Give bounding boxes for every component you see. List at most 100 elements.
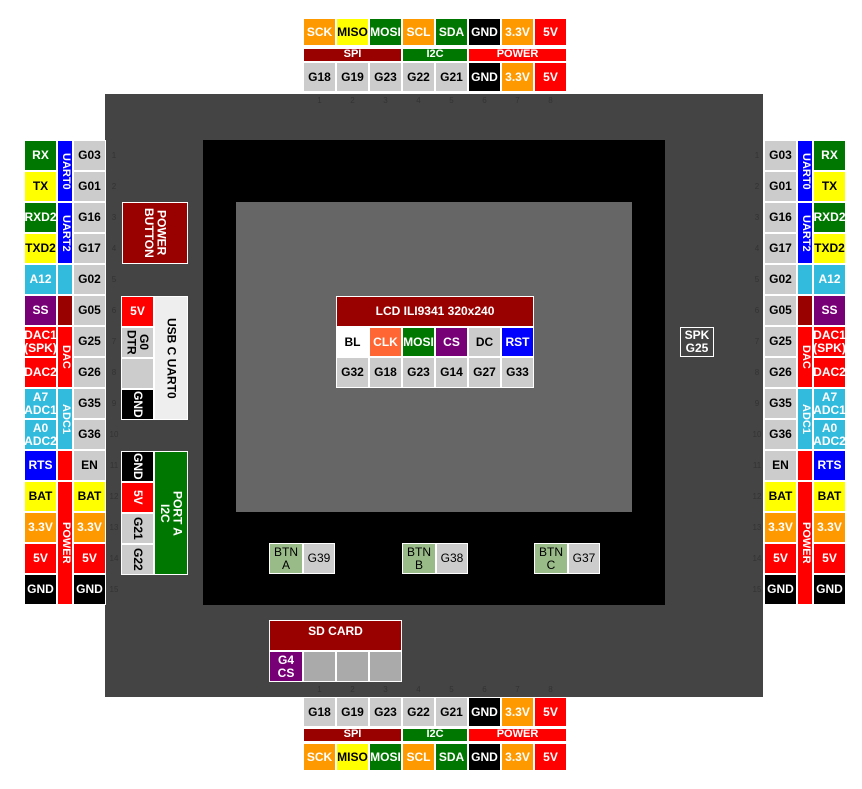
- usb-pin-4: GND: [121, 389, 154, 420]
- bot-pin-number-5: 5: [449, 684, 454, 694]
- top-group-spi: SPI: [303, 48, 402, 62]
- left-function-5: A12: [24, 264, 57, 295]
- right-function-13: 3.3V: [813, 512, 846, 543]
- button-a-pin: G39: [303, 543, 335, 574]
- left-function-11: RTS: [24, 450, 57, 481]
- left-pin-number-10: 10: [109, 430, 119, 439]
- bot-pin-3: G23: [369, 697, 402, 727]
- usb-pin-2: G0 DTR: [121, 327, 154, 358]
- right-pin-number-3: 3: [754, 213, 760, 222]
- right-pin-10: G36: [764, 419, 797, 450]
- left-function-14: 5V: [24, 543, 57, 574]
- left-pin-1: G03: [73, 140, 106, 171]
- left-pin-7: G25: [73, 326, 106, 357]
- left-pin-number-4: 4: [111, 244, 117, 253]
- left-group-label-uart0: UART0: [59, 152, 72, 190]
- sd-card-pin-4: [369, 651, 402, 682]
- lcd-function-bl: BL: [336, 327, 369, 357]
- left-pin-6: G05: [73, 295, 106, 326]
- top-group-i2c: I2C: [402, 48, 468, 62]
- lcd-pin-5: G27: [468, 357, 501, 388]
- left-pin-11: EN: [73, 450, 106, 481]
- port-a-pin-label-3: G21: [130, 517, 145, 540]
- left-group-block-8: POWER: [57, 481, 73, 605]
- right-pin-number-7: 7: [754, 337, 760, 346]
- right-pin-12: BAT: [764, 481, 797, 512]
- top-function-8: 5V: [534, 18, 567, 46]
- right-pin-14: 5V: [764, 543, 797, 574]
- top-pin-7: 3.3V: [501, 62, 534, 92]
- right-pin-number-2: 2: [754, 182, 760, 191]
- left-pin-number-2: 2: [111, 182, 117, 191]
- left-function-15: GND: [24, 574, 57, 605]
- right-function-3: RXD2: [813, 202, 846, 233]
- left-pin-number-15: 15: [109, 585, 119, 594]
- right-group-block-7: [797, 450, 813, 481]
- sd-card-pin-2: [303, 651, 336, 682]
- sd-card-title: SD CARD: [269, 620, 402, 651]
- top-pin-4: G22: [402, 62, 435, 92]
- right-pin-number-12: 12: [752, 492, 762, 501]
- right-function-4: TXD2: [813, 233, 846, 264]
- sd-card-cs-pin: G4 CS: [269, 651, 303, 682]
- left-group-block-6: ADC1: [57, 388, 73, 450]
- top-function-6: GND: [468, 18, 501, 46]
- bot-group-spi: SPI: [303, 728, 402, 742]
- left-pin-number-5: 5: [111, 275, 117, 284]
- bot-pin-4: G22: [402, 697, 435, 727]
- usb-pin-3: [121, 358, 154, 389]
- power-button[interactable]: POWER BUTTON: [122, 202, 188, 264]
- lcd-title: LCD ILI9341 320x240: [336, 296, 534, 327]
- bot-pin-number-1: 1: [317, 684, 322, 694]
- right-function-6: SS: [813, 295, 846, 326]
- bot-pin-number-8: 8: [548, 684, 553, 694]
- left-group-block-4: [57, 295, 73, 326]
- sd-card-pin-3: [336, 651, 369, 682]
- left-pin-number-6: 6: [111, 306, 117, 315]
- right-pin-number-8: 8: [754, 368, 760, 377]
- bot-group-i2c: I2C: [402, 728, 468, 742]
- right-function-15: GND: [813, 574, 846, 605]
- power-button-label: POWER BUTTON: [142, 208, 169, 258]
- left-pin-number-1: 1: [111, 151, 117, 160]
- top-pin-5: G21: [435, 62, 468, 92]
- right-group-label-power: POWER: [799, 522, 812, 564]
- speaker-label: SPK G25: [680, 327, 714, 357]
- left-function-2: TX: [24, 171, 57, 202]
- left-pin-10: G36: [73, 419, 106, 450]
- bot-function-8: 5V: [534, 743, 567, 771]
- right-pin-5: G02: [764, 264, 797, 295]
- top-function-5: SDA: [435, 18, 468, 46]
- usb-pin-label-4: GND: [130, 391, 145, 418]
- right-function-11: RTS: [813, 450, 846, 481]
- left-pin-number-14: 14: [109, 554, 119, 563]
- lcd-pin-2: G18: [369, 357, 402, 388]
- button-c-pin: G37: [568, 543, 600, 574]
- left-group-block-5: DAC: [57, 326, 73, 388]
- right-pin-number-1: 1: [754, 151, 760, 160]
- right-group-block-4: [797, 295, 813, 326]
- usb-pin-1: 5V: [121, 296, 154, 327]
- right-pin-2: G01: [764, 171, 797, 202]
- right-pin-3: G16: [764, 202, 797, 233]
- left-function-10: A0 ADC2: [24, 419, 57, 450]
- left-group-label-uart2: UART2: [59, 214, 72, 252]
- left-pin-5: G02: [73, 264, 106, 295]
- left-function-8: DAC2: [24, 357, 57, 388]
- right-group-label-dac: DAC: [799, 345, 812, 369]
- lcd-function-dc: DC: [468, 327, 501, 357]
- left-group-block-1: UART0: [57, 140, 73, 202]
- top-pin-number-6: 6: [482, 95, 487, 105]
- right-pin-9: G35: [764, 388, 797, 419]
- right-pin-number-11: 11: [752, 461, 762, 470]
- right-pin-number-14: 14: [752, 554, 762, 563]
- right-group-block-2: UART2: [797, 202, 813, 264]
- port-a-pin-1: GND: [121, 451, 154, 482]
- top-function-2: MISO: [336, 18, 369, 46]
- right-group-label-uart2: UART2: [799, 214, 812, 252]
- right-function-5: A12: [813, 264, 846, 295]
- left-pin-9: G35: [73, 388, 106, 419]
- port-a-title: PORT A I2C: [154, 451, 188, 575]
- right-function-7: DAC1 (SPK): [813, 326, 846, 357]
- button-c-label: BTN C: [534, 543, 568, 574]
